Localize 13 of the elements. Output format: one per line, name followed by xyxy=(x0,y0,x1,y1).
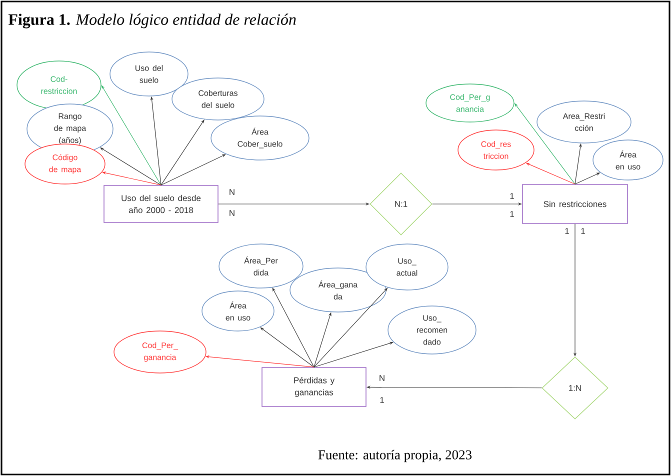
cardinality-label: N xyxy=(230,189,234,195)
cardinality-label: N xyxy=(380,375,384,381)
cardinality-label: 1 xyxy=(565,228,569,234)
cardinality-label: N xyxy=(230,210,234,216)
caption: Fuente: autoría propia, 2023 xyxy=(318,450,472,462)
entity-box: Sin restricciones xyxy=(522,184,628,224)
cardinality-label: 1 xyxy=(581,228,585,234)
cardinality-label: 1 xyxy=(510,211,514,217)
cardinality-label: 1 xyxy=(380,397,384,403)
title: Figura 1. Modelo lógico entidad de relación xyxy=(8,14,296,28)
entity-box: Uso del suelo desde año 2000 - 2018 xyxy=(104,185,218,223)
entity-box: Pérdidas y ganancias xyxy=(262,367,366,407)
cardinality-label: 1 xyxy=(510,193,514,199)
